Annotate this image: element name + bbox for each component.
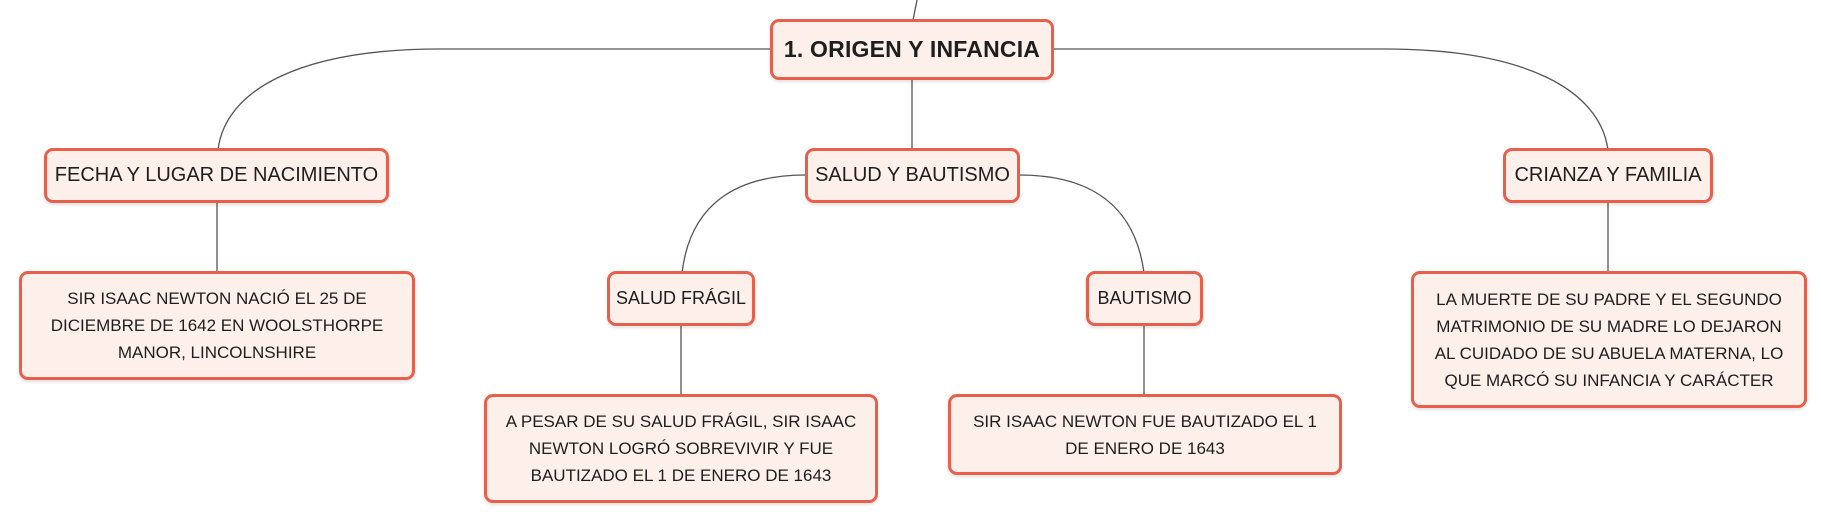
connector-salud-fragil xyxy=(681,174,807,274)
detail-crianza-y-familia[interactable]: LA MUERTE DE SU PADRE Y EL SEGUNDO MATRI… xyxy=(1411,271,1807,408)
connector-root-fecha xyxy=(217,48,770,151)
detail-text: LA MUERTE DE SU PADRE Y EL SEGUNDO MATRI… xyxy=(1434,289,1784,390)
connector-parent-root xyxy=(912,0,918,21)
topic-label: FECHA Y LUGAR DE NACIMIENTO xyxy=(54,164,379,186)
detail-text: SIR ISAAC NEWTON FUE BAUTIZADO EL 1 DE E… xyxy=(973,411,1317,458)
detail-text: SIR ISAAC NEWTON NACIÓ EL 25 DE DICIEMBR… xyxy=(50,289,384,362)
connector-root-crianza xyxy=(1054,48,1609,151)
connector-salud-bautismo xyxy=(1018,174,1145,274)
root-node[interactable]: 1. ORIGEN Y INFANCIA xyxy=(770,19,1054,80)
topic-label: SALUD Y BAUTISMO xyxy=(815,164,1010,186)
detail-text: A PESAR DE SU SALUD FRÁGIL, SIR ISAAC NE… xyxy=(505,412,857,485)
topic-salud-y-bautismo[interactable]: SALUD Y BAUTISMO xyxy=(805,148,1020,203)
detail-fecha-y-lugar[interactable]: SIR ISAAC NEWTON NACIÓ EL 25 DE DICIEMBR… xyxy=(19,271,415,380)
topic-fecha-y-lugar[interactable]: FECHA Y LUGAR DE NACIMIENTO xyxy=(44,148,389,203)
detail-bautismo[interactable]: SIR ISAAC NEWTON FUE BAUTIZADO EL 1 DE E… xyxy=(948,394,1342,475)
root-label: 1. ORIGEN Y INFANCIA xyxy=(783,36,1041,62)
subtopic-label: SALUD FRÁGIL xyxy=(615,288,747,308)
subtopic-label: BAUTISMO xyxy=(1097,288,1192,308)
subtopic-bautismo[interactable]: BAUTISMO xyxy=(1086,271,1203,326)
subtopic-salud-fragil[interactable]: SALUD FRÁGIL xyxy=(607,271,755,326)
topic-crianza-y-familia[interactable]: CRIANZA Y FAMILIA xyxy=(1503,148,1713,203)
detail-salud-fragil[interactable]: A PESAR DE SU SALUD FRÁGIL, SIR ISAAC NE… xyxy=(484,394,878,503)
topic-label: CRIANZA Y FAMILIA xyxy=(1514,164,1702,186)
